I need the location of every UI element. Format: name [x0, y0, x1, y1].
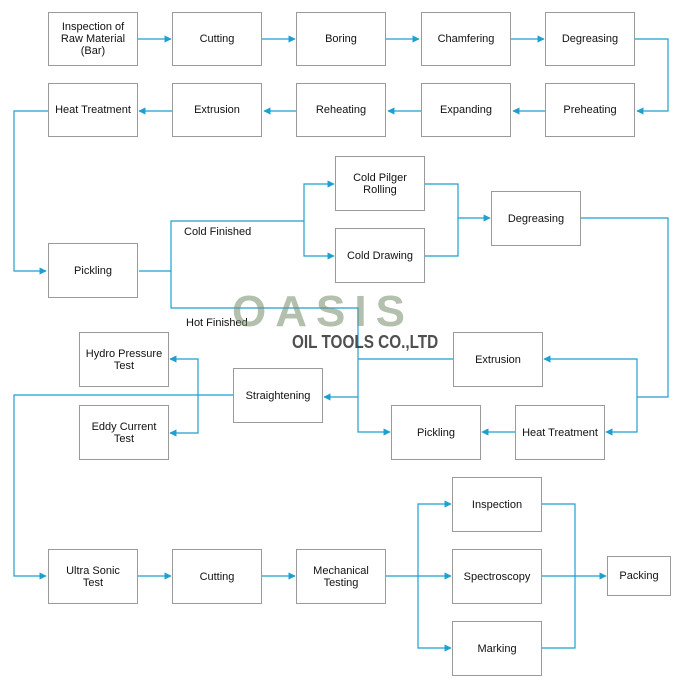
boring-box: Boring — [296, 12, 386, 66]
inspection-raw-material-box: Inspection of Raw Material (Bar) — [48, 12, 138, 66]
straightening-box: Straightening — [233, 368, 323, 423]
chamfering-box: Chamfering — [421, 12, 511, 66]
arrow-straightening-to-eddy — [169, 395, 199, 437]
logo-mark: OASIS — [232, 287, 414, 336]
inspection-box-2: Inspection — [452, 477, 542, 532]
arrow-to-marking — [417, 576, 452, 652]
ultra-sonic-test-box: Ultra Sonic Test — [48, 549, 138, 604]
arrow-loop-to-extrusion — [543, 355, 638, 397]
extrusion-box-1: Extrusion — [172, 83, 262, 137]
cutting-box-1: Cutting — [172, 12, 262, 66]
pickling-box-1: Pickling — [48, 243, 138, 298]
hot-finished-label: Hot Finished — [186, 317, 248, 329]
preheating-box: Preheating — [545, 83, 635, 137]
arrow-straightening-to-hydro — [169, 355, 233, 396]
cutting-box-2: Cutting — [172, 549, 262, 604]
mechanical-testing-box: Mechanical Testing — [296, 549, 386, 604]
arrow-heat-treatment-to-pickling — [13, 110, 48, 275]
arrow-pickling-hot-finished — [170, 271, 391, 436]
spectroscopy-box: Spectroscopy — [452, 549, 542, 604]
degreasing-box-2: Degreasing — [491, 191, 581, 246]
hydro-pressure-test-box: Hydro Pressure Test — [79, 332, 169, 387]
degreasing-box-1: Degreasing — [545, 12, 635, 66]
logo-company-name: OIL TOOLS CO.,LTD — [292, 332, 439, 352]
marking-box: Marking — [452, 621, 542, 676]
reheating-box: Reheating — [296, 83, 386, 137]
oasis-logo-watermark: OASIS OIL TOOLS CO.,LTD — [232, 290, 464, 360]
arrow-cold-drawing-join — [425, 218, 459, 257]
expanding-box: Expanding — [421, 83, 511, 137]
arrow-pickling-cold-finished-split — [139, 220, 304, 272]
cold-pilger-rolling-box: Cold Pilger Rolling — [335, 156, 425, 211]
arrow-cold-pilger-to-degreasing — [425, 183, 491, 222]
arrow-degreasing-to-preheating — [635, 38, 669, 115]
arrow-to-cold-drawing — [303, 221, 335, 260]
cold-finished-label: Cold Finished — [184, 226, 252, 238]
pickling-box-2: Pickling — [391, 405, 481, 460]
extrusion-box-2: Extrusion — [453, 332, 543, 387]
arrow-degreasing-to-heat-treatment — [581, 217, 669, 436]
arrow-to-cold-pilger — [303, 180, 335, 221]
eddy-current-test-box: Eddy Current Test — [79, 405, 169, 460]
heat-treatment-box-2: Heat Treatment — [515, 405, 605, 460]
arrow-straightening-to-ultrasonic — [13, 394, 198, 580]
cold-drawing-box: Cold Drawing — [335, 228, 425, 283]
arrow-to-inspection — [417, 500, 452, 576]
heat-treatment-box-1: Heat Treatment — [48, 83, 138, 137]
packing-box: Packing — [607, 556, 671, 596]
